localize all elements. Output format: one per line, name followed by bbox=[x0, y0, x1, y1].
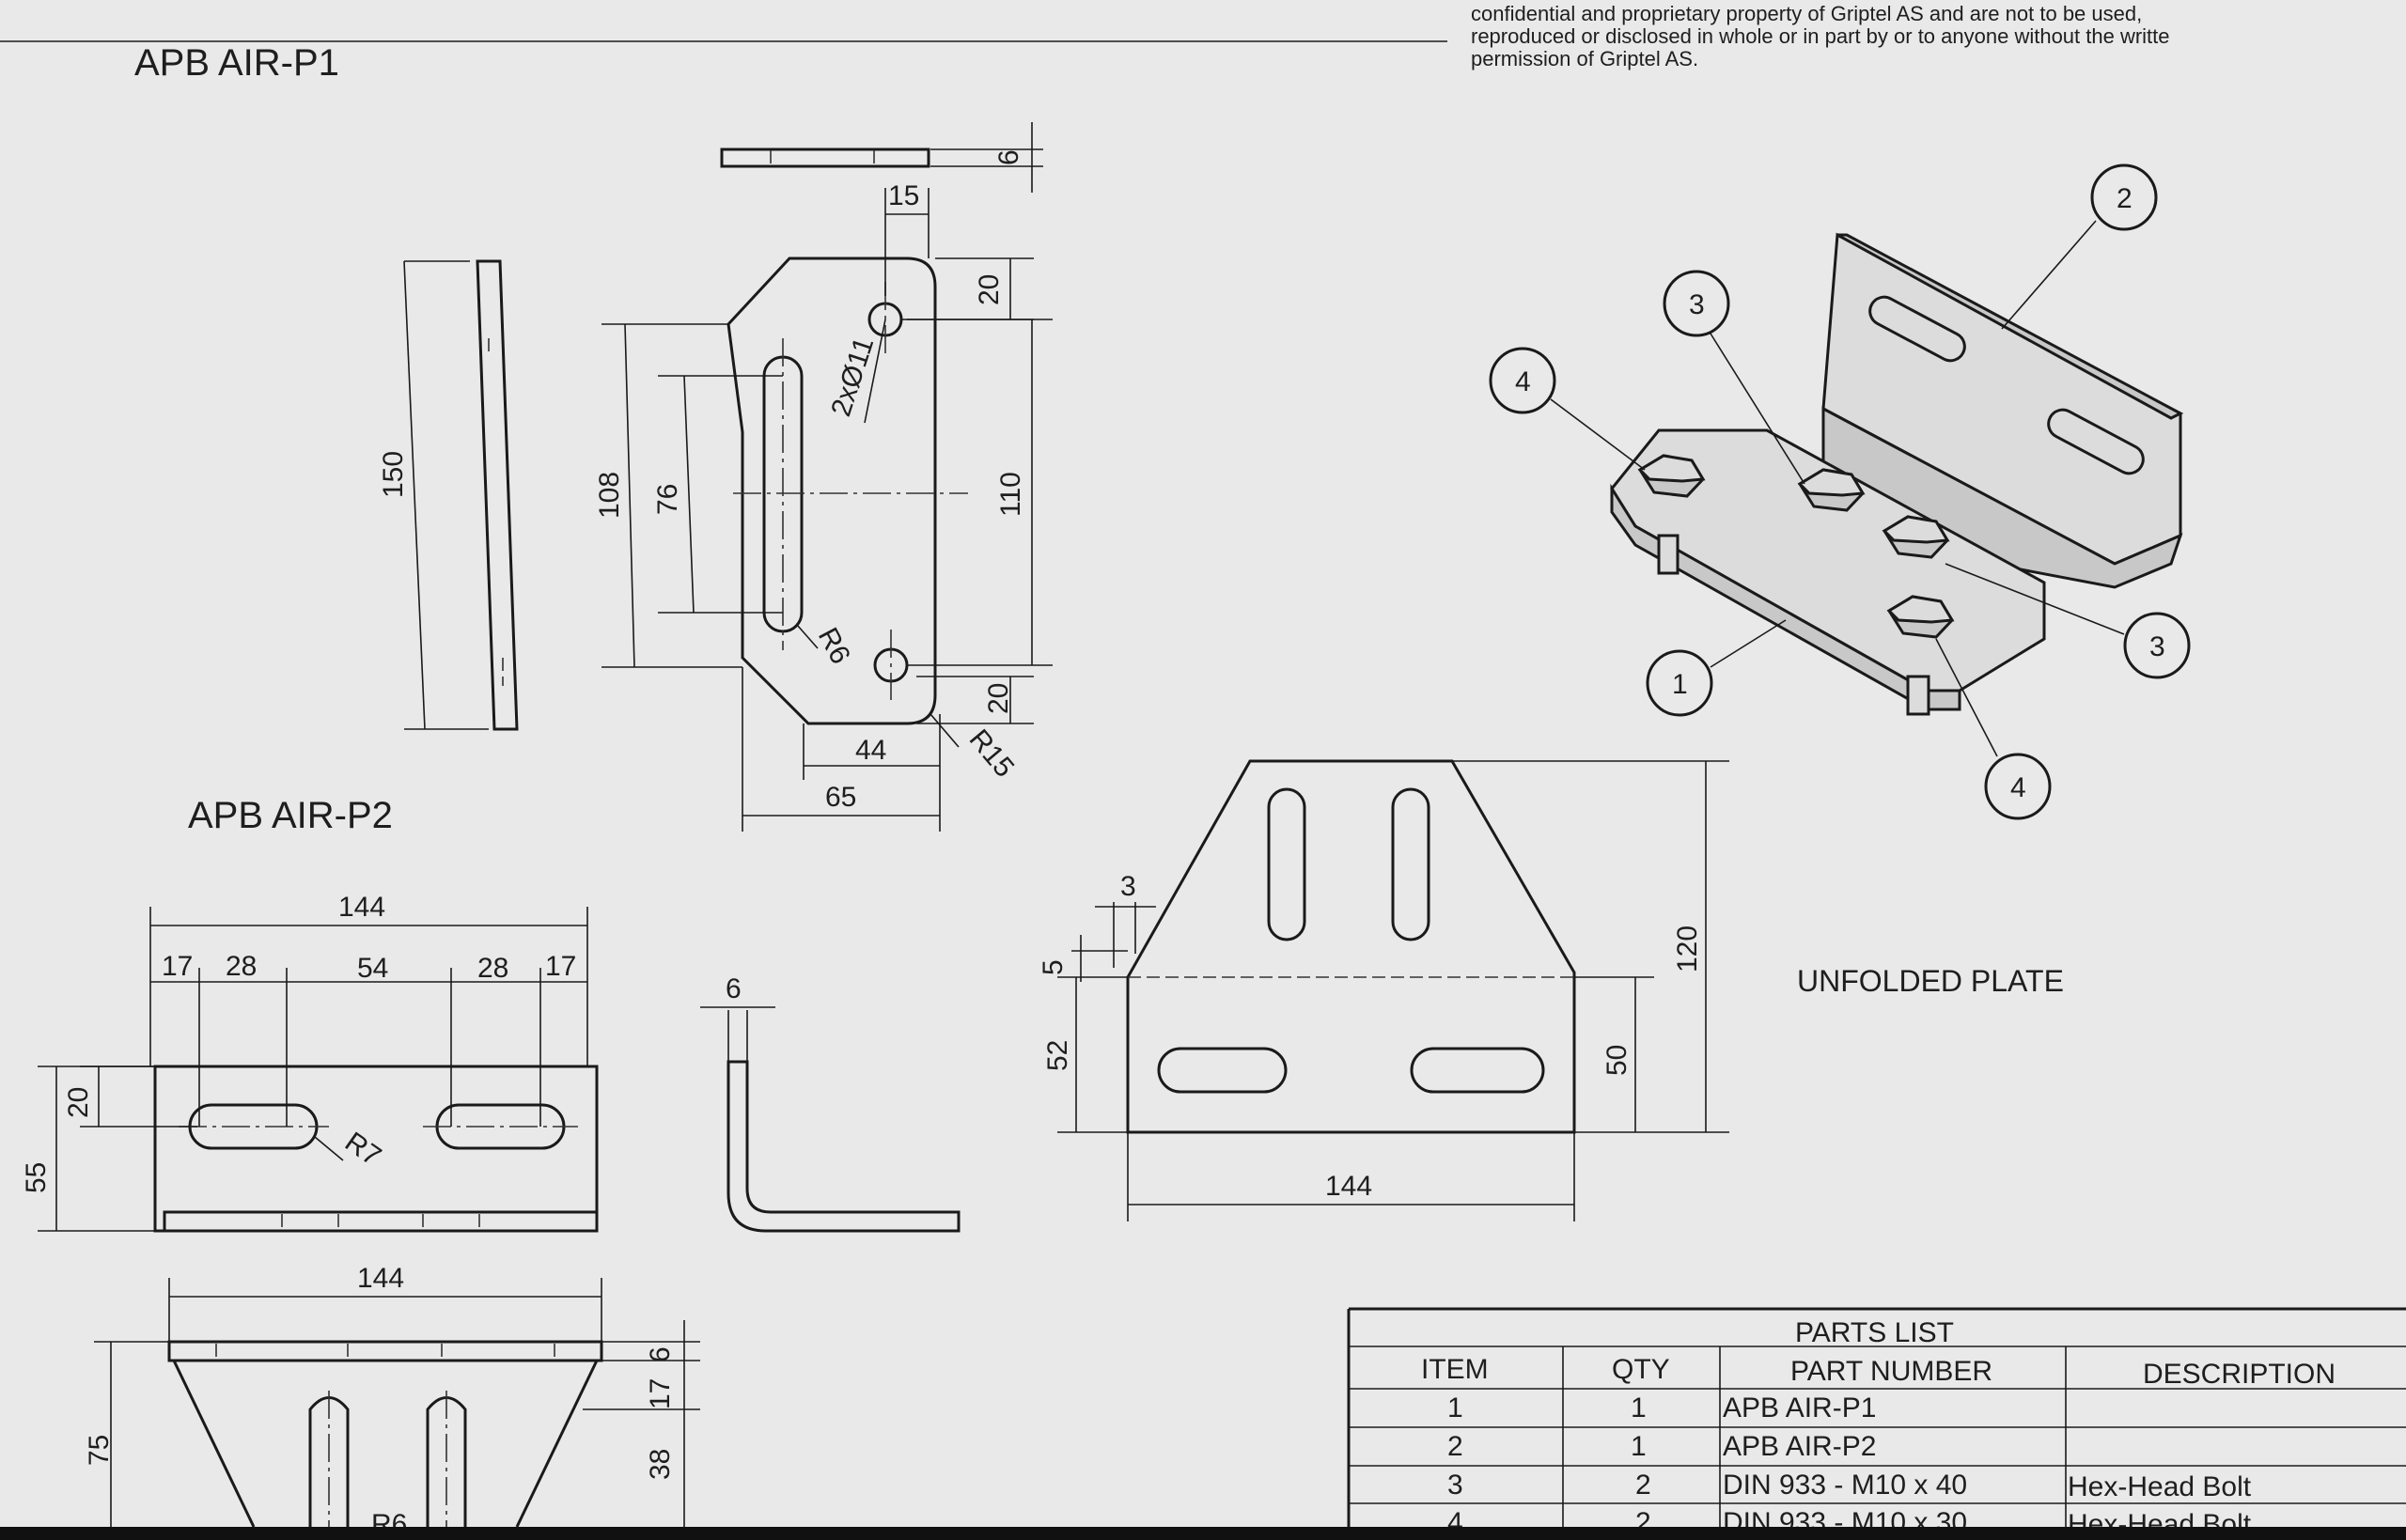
header-part-number: PART NUMBER bbox=[1790, 1356, 1992, 1387]
p2-dim-28-left: 28 bbox=[226, 951, 257, 982]
balloon-2: 2 bbox=[2001, 163, 2158, 330]
isometric-assembly: 1 2 3 3 4 4 bbox=[1489, 163, 2191, 820]
confidential-line-3: permission of Griptel AS. bbox=[1471, 47, 1698, 70]
svg-text:1: 1 bbox=[1631, 1431, 1647, 1462]
unfolded-plate-view: 120 50 52 5 3 144 UNFOLDED PLATE bbox=[1038, 759, 2064, 1221]
svg-text:APB AIR-P1: APB AIR-P1 bbox=[1723, 1392, 1876, 1423]
p2-dim-bottom-17: 17 bbox=[645, 1378, 676, 1409]
unfolded-slot-2 bbox=[1391, 787, 1430, 941]
p1-dim-width-44: 44 bbox=[855, 735, 886, 766]
p2-dim-54: 54 bbox=[357, 953, 388, 984]
unfolded-dim-120: 120 bbox=[1672, 926, 1703, 972]
unfolded-slot-4 bbox=[1410, 1047, 1545, 1094]
header-qty: QTY bbox=[1612, 1354, 1670, 1385]
p2-dim-slot-y: 20 bbox=[63, 1087, 94, 1118]
svg-text:3: 3 bbox=[1689, 289, 1705, 320]
iso-slot-upper-1 bbox=[1868, 295, 1966, 363]
balloon-3-top: 3 bbox=[1663, 270, 1805, 485]
balloon-4-bottom: 4 bbox=[1935, 638, 2052, 820]
screen-bezel bbox=[0, 1527, 2406, 1540]
table-row: 2 1 APB AIR-P2 bbox=[1447, 1431, 1876, 1462]
parts-list-title: PARTS LIST bbox=[1795, 1317, 1954, 1348]
title-apb-air-p2: APB AIR-P2 bbox=[188, 795, 393, 836]
unfolded-dim-3: 3 bbox=[1120, 871, 1136, 902]
p1-dim-bottom-hole: 20 bbox=[983, 683, 1014, 714]
svg-text:4: 4 bbox=[2010, 772, 2026, 803]
svg-text:2: 2 bbox=[1635, 1470, 1651, 1501]
p1-dim-hole-label: 2xØ11 bbox=[825, 334, 880, 420]
iso-slot-upper-2 bbox=[2047, 408, 2145, 475]
svg-text:APB AIR-P2: APB AIR-P2 bbox=[1723, 1431, 1876, 1462]
unfolded-dim-52: 52 bbox=[1042, 1040, 1073, 1071]
header-description: DESCRIPTION bbox=[2143, 1359, 2336, 1390]
unfolded-slot-3 bbox=[1157, 1047, 1288, 1094]
svg-text:3: 3 bbox=[1447, 1470, 1463, 1501]
iso-bolt-4 bbox=[1886, 595, 1955, 716]
p1-dim-thickness: 6 bbox=[993, 149, 1024, 165]
svg-text:DIN 933 - M10 x 40: DIN 933 - M10 x 40 bbox=[1723, 1470, 1967, 1501]
p1-dim-width-65: 65 bbox=[825, 782, 856, 813]
balloon-4-left: 4 bbox=[1489, 347, 1646, 471]
svg-text:1: 1 bbox=[1631, 1392, 1647, 1423]
balloon-3-right: 3 bbox=[1945, 563, 2191, 679]
p2-dim-bottom-t: 6 bbox=[645, 1346, 676, 1362]
unfolded-plate-label: UNFOLDED PLATE bbox=[1797, 964, 2064, 998]
p2-bottom-view: 144 75 6 17 38 R6 bbox=[84, 1263, 700, 1540]
confidential-line-2: reproduced or disclosed in whole or in p… bbox=[1471, 24, 2170, 48]
p1-dim-slot-76: 76 bbox=[652, 484, 683, 515]
p1-dim-edge-offset: 15 bbox=[888, 180, 919, 211]
p2-dim-17-right: 17 bbox=[545, 951, 576, 982]
title-apb-air-p1: APB AIR-P1 bbox=[134, 42, 339, 84]
p2-dim-thickness: 6 bbox=[726, 973, 742, 1004]
svg-text:4: 4 bbox=[1515, 366, 1531, 397]
p1-dim-slot-radius: R6 bbox=[812, 623, 856, 669]
svg-text:1: 1 bbox=[1447, 1392, 1463, 1423]
p1-dim-length: 150 bbox=[378, 451, 409, 498]
p2-dim-slot-radius: R7 bbox=[339, 1127, 386, 1173]
header-item: ITEM bbox=[1421, 1354, 1489, 1385]
p1-front-view: 15 20 2xØ11 108 76 110 R6 20 R bbox=[594, 180, 1053, 832]
iso-bolt-2 bbox=[1797, 468, 1866, 512]
p2-dim-width: 144 bbox=[338, 892, 385, 923]
svg-text:2: 2 bbox=[1447, 1431, 1463, 1462]
unfolded-dim-50: 50 bbox=[1601, 1045, 1633, 1076]
unfolded-dim-144: 144 bbox=[1325, 1171, 1372, 1202]
iso-bolt-1 bbox=[1637, 454, 1706, 575]
p1-dim-corner-radius: R15 bbox=[963, 723, 1021, 783]
p2-slot-left bbox=[188, 1103, 319, 1150]
p1-top-view: 6 bbox=[720, 122, 1043, 193]
table-row: 3 2 DIN 933 - M10 x 40 Hex-Head Bolt bbox=[1447, 1470, 2252, 1502]
confidential-line-1: confidential and proprietary property of… bbox=[1471, 2, 2142, 25]
p2-dim-bottom-width: 144 bbox=[357, 1263, 404, 1294]
svg-text:Hex-Head Bolt: Hex-Head Bolt bbox=[2068, 1471, 2252, 1502]
iso-bolt-3 bbox=[1882, 515, 1950, 559]
table-row: 1 1 APB AIR-P1 bbox=[1447, 1392, 1876, 1423]
p2-dim-height: 55 bbox=[21, 1162, 52, 1193]
p1-dim-top-hole: 20 bbox=[974, 274, 1005, 305]
unfolded-dim-5: 5 bbox=[1038, 959, 1069, 975]
p2-dim-17-left: 17 bbox=[162, 951, 193, 982]
p1-side-view: 150 bbox=[378, 259, 519, 731]
svg-text:3: 3 bbox=[2149, 631, 2165, 662]
p1-dim-hole-spacing: 110 bbox=[995, 472, 1026, 517]
svg-text:2: 2 bbox=[2117, 183, 2133, 214]
svg-text:1: 1 bbox=[1672, 669, 1688, 700]
p2-dim-28-right: 28 bbox=[477, 953, 508, 984]
p2-dim-bottom-height: 75 bbox=[84, 1435, 115, 1466]
p2-front-view: 144 17 28 54 28 17 20 55 R7 bbox=[21, 892, 599, 1233]
balloon-1: 1 bbox=[1646, 619, 1787, 717]
unfolded-slot-1 bbox=[1267, 787, 1306, 941]
p2-dim-bottom-38: 38 bbox=[645, 1449, 676, 1480]
p1-dim-height-108: 108 bbox=[594, 472, 625, 519]
p2-side-view: 6 bbox=[700, 973, 961, 1233]
parts-list-table: PARTS LIST ITEM QTY PART NUMBER DESCRIPT… bbox=[1347, 1307, 2406, 1540]
